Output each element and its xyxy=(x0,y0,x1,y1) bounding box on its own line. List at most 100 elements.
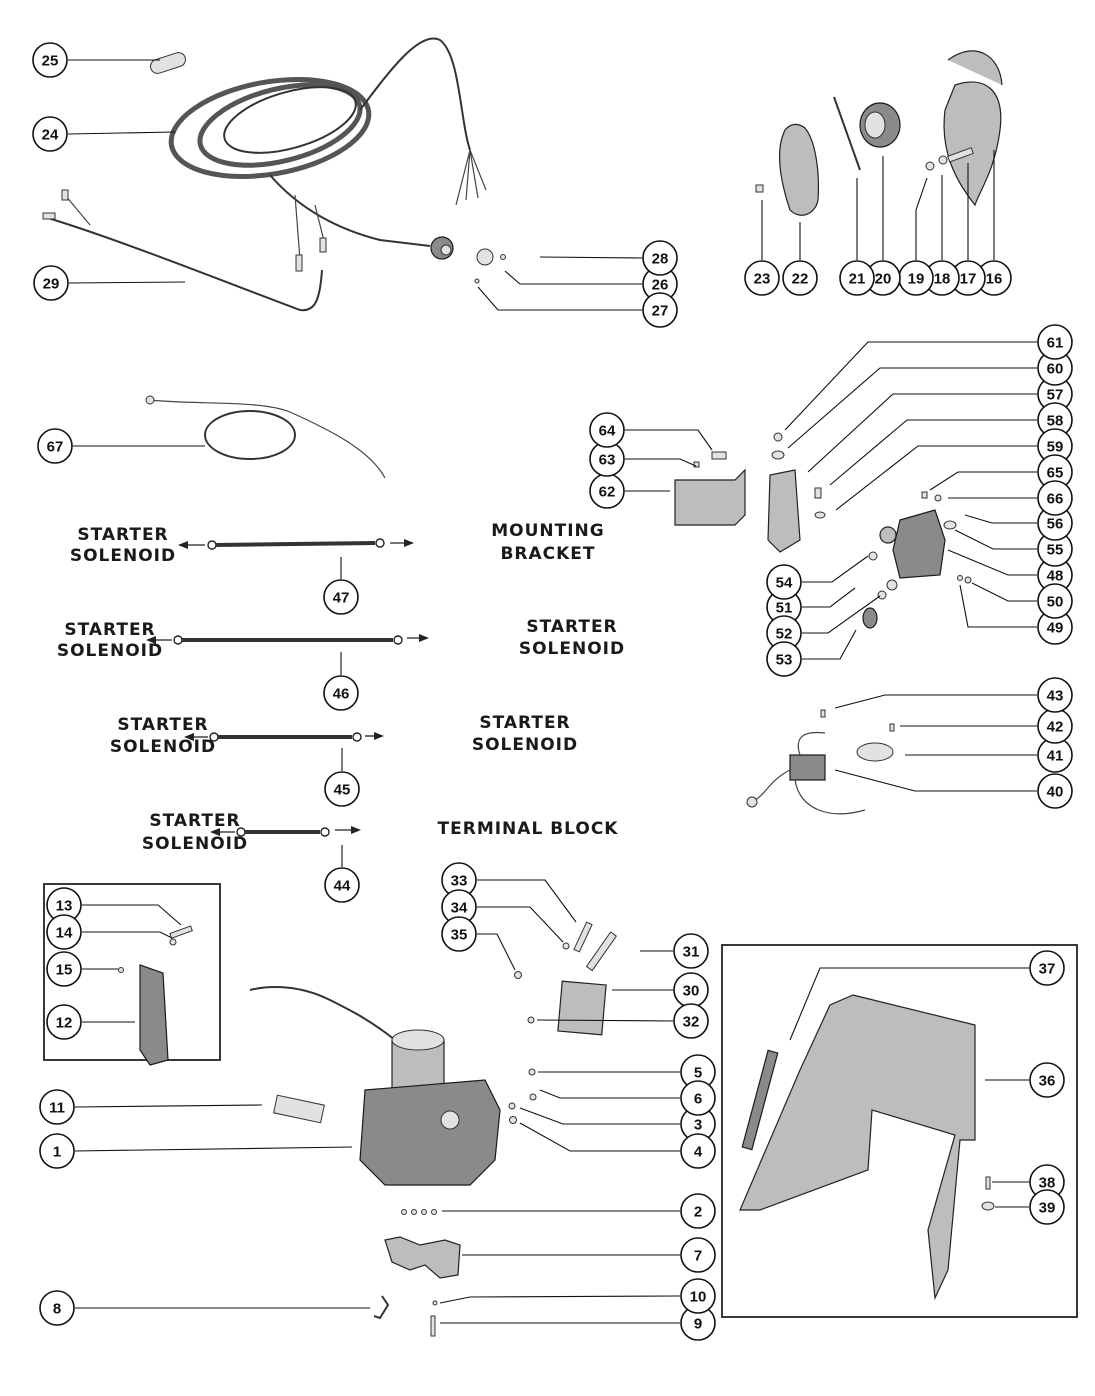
callout-circle xyxy=(39,1290,75,1326)
callout-number: 14 xyxy=(56,925,73,942)
callout-number: 2 xyxy=(694,1204,702,1221)
leader-line-13 xyxy=(82,904,182,926)
callout-number: 24 xyxy=(42,127,59,144)
callout-number: 59 xyxy=(1047,439,1064,456)
callout-37: 37 xyxy=(1029,950,1065,986)
callout-circle xyxy=(441,916,477,952)
leader-line-14 xyxy=(82,931,173,939)
callout-61: 61 xyxy=(1037,324,1073,360)
callout-13: 13 xyxy=(46,887,82,923)
callout-circle xyxy=(673,933,709,969)
callout-circle xyxy=(33,265,69,301)
callout-circle xyxy=(1029,1062,1065,1098)
part-24-harness xyxy=(168,37,487,272)
callout-47: 47 xyxy=(323,579,359,615)
callout-number: 11 xyxy=(49,1100,65,1117)
callout-17: 17 xyxy=(950,260,986,296)
leader-line-27 xyxy=(477,286,642,311)
callout-number: 57 xyxy=(1047,387,1064,404)
callout-number: 5 xyxy=(694,1065,702,1082)
leader-line-60 xyxy=(787,367,1037,449)
leader-line-63 xyxy=(625,458,697,467)
leader-line-29 xyxy=(68,281,186,284)
callout-circle xyxy=(642,292,678,328)
callout-22: 22 xyxy=(782,260,818,296)
callout-1: 1 xyxy=(39,1133,75,1169)
callout-number: 17 xyxy=(960,271,977,288)
callout-2: 2 xyxy=(680,1193,716,1229)
callout-number: 7 xyxy=(694,1248,702,1265)
leader-line-11 xyxy=(74,1104,263,1108)
callout-number: 39 xyxy=(1039,1200,1056,1217)
callout-number: 12 xyxy=(56,1015,73,1032)
callout-35: 35 xyxy=(441,916,477,952)
callout-number: 44 xyxy=(334,878,351,895)
callout-circle xyxy=(1037,480,1073,516)
callout-number: 45 xyxy=(334,782,351,799)
callout-circle xyxy=(673,1003,709,1039)
callout-number: 8 xyxy=(53,1301,61,1318)
callout-circle xyxy=(324,771,360,807)
cable-47-from-line2: SOLENOID xyxy=(70,546,176,566)
callout-number: 56 xyxy=(1047,516,1064,533)
leader-line-37 xyxy=(789,967,1029,1041)
callout-62: 62 xyxy=(589,473,625,509)
callout-circle xyxy=(323,675,359,711)
leader-line-43 xyxy=(834,694,1037,709)
part-67-wire xyxy=(145,395,386,479)
callout-50: 50 xyxy=(1037,583,1073,619)
callout-number: 49 xyxy=(1047,620,1064,637)
callout-number: 20 xyxy=(875,271,892,288)
callout-circle xyxy=(39,1133,75,1169)
callout-circle xyxy=(839,260,875,296)
leader-line-55 xyxy=(954,529,1037,550)
callout-7: 7 xyxy=(680,1237,716,1273)
callout-number: 35 xyxy=(451,927,468,944)
leader-lines xyxy=(67,59,1037,1324)
callout-11: 11 xyxy=(39,1089,75,1125)
callout-number: 43 xyxy=(1047,688,1064,705)
callout-number: 55 xyxy=(1047,542,1064,559)
callout-layer: 1234567891011121314151617181920212223242… xyxy=(32,42,1073,1341)
cable-47-to-line1: MOUNTING xyxy=(491,521,605,541)
callout-number: 32 xyxy=(683,1014,700,1031)
callout-circle xyxy=(37,428,73,464)
leader-line-32 xyxy=(536,1019,674,1022)
callout-circle xyxy=(766,641,802,677)
callout-6: 6 xyxy=(680,1080,716,1116)
callout-56: 56 xyxy=(1037,505,1073,541)
callout-12: 12 xyxy=(46,1004,82,1040)
callout-circle xyxy=(323,579,359,615)
leader-line-58 xyxy=(829,419,1037,486)
callout-circle xyxy=(680,1133,716,1169)
callout-27: 27 xyxy=(642,292,678,328)
leader-line-33 xyxy=(477,879,577,923)
callout-number: 34 xyxy=(451,900,468,917)
cable-47-from-line1: STARTER xyxy=(77,525,168,545)
cable-44 xyxy=(210,826,361,837)
callout-number: 47 xyxy=(333,590,350,607)
leader-line-56 xyxy=(964,514,1037,524)
callout-39: 39 xyxy=(1029,1189,1065,1225)
callout-15: 15 xyxy=(46,951,82,987)
callout-32: 32 xyxy=(673,1003,709,1039)
callout-circle xyxy=(32,116,68,152)
callout-number: 36 xyxy=(1039,1073,1056,1090)
terminal-block-group xyxy=(746,709,895,815)
callout-59: 59 xyxy=(1037,428,1073,464)
callout-30: 30 xyxy=(673,972,709,1008)
callout-number: 29 xyxy=(43,276,60,293)
callout-circle xyxy=(642,240,678,276)
callout-number: 33 xyxy=(451,873,468,890)
cable-44-to-line1: TERMINAL BLOCK xyxy=(438,819,619,839)
callout-number: 3 xyxy=(694,1117,702,1134)
callout-number: 37 xyxy=(1039,961,1056,978)
cable-45-from-line2: SOLENOID xyxy=(110,737,216,757)
callout-number: 41 xyxy=(1047,748,1064,765)
callout-number: 16 xyxy=(986,271,1003,288)
leader-line-50 xyxy=(971,582,1037,602)
callout-number: 65 xyxy=(1047,465,1064,482)
callout-19: 19 xyxy=(898,260,934,296)
callout-43: 43 xyxy=(1037,677,1073,713)
